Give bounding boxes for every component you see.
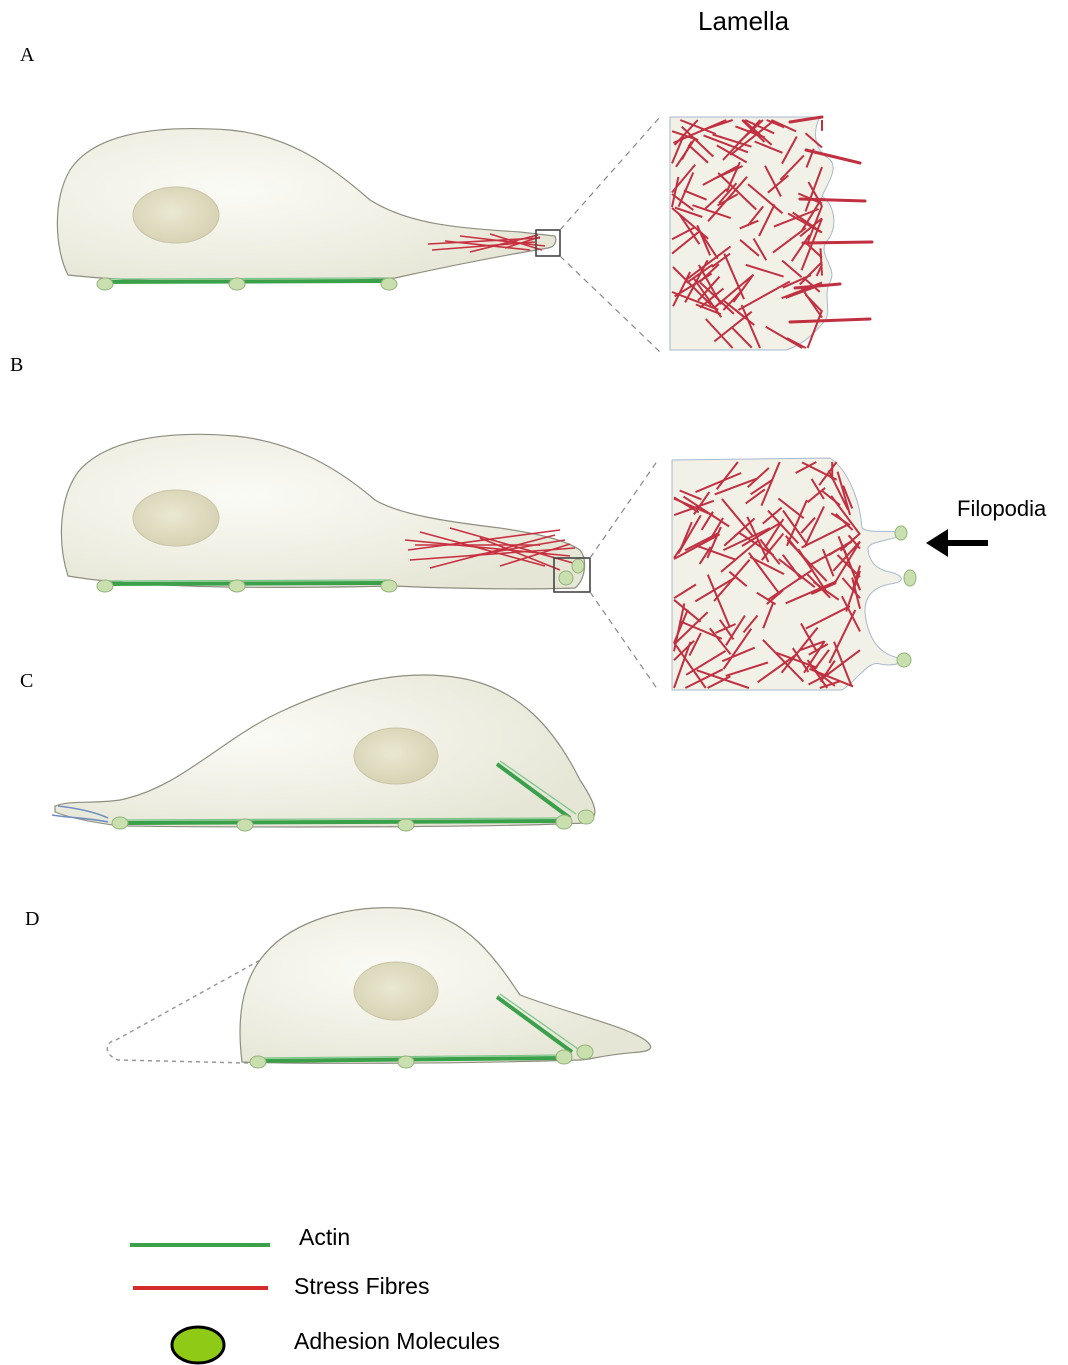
filopodia-arrow: [926, 529, 988, 557]
adhesion-d-1: [250, 1056, 266, 1068]
adhesion-c-4: [556, 815, 572, 829]
actin-fibre-c: [120, 821, 565, 823]
cell-body-a: [57, 129, 555, 283]
nucleus-d: [354, 962, 438, 1020]
adhesion-a-1: [97, 278, 113, 290]
adhesion-c-5: [578, 810, 594, 824]
adhesion-c-2: [237, 819, 253, 831]
panel-d: [107, 908, 650, 1068]
filopodium-adhesion-1: [895, 526, 907, 540]
adhesion-d-4: [577, 1045, 593, 1059]
filopodium-adhesion-2: [904, 570, 916, 586]
panel-b: [61, 434, 988, 690]
adhesion-b-5: [572, 559, 584, 573]
actin-fibre-a: [104, 281, 390, 282]
nucleus-a: [133, 187, 219, 243]
panel-a: [57, 117, 872, 352]
adhesion-a-3: [381, 278, 397, 290]
adhesion-a-2: [229, 278, 245, 290]
adhesion-b-4: [559, 571, 573, 585]
panel-c: [52, 675, 595, 831]
legend: [130, 1245, 270, 1363]
adhesion-c-3: [398, 819, 414, 831]
nucleus-c: [354, 728, 438, 784]
lamella-zoom-b: [672, 458, 902, 690]
adhesion-d-3: [556, 1050, 572, 1064]
adhesion-b-1: [97, 580, 113, 592]
adhesion-c-1: [112, 817, 128, 829]
adhesion-b-2: [229, 580, 245, 592]
actin-fibre-b: [104, 583, 390, 584]
cell-body-c: [55, 675, 595, 827]
adhesion-d-2: [398, 1056, 414, 1068]
cell-body-d: [240, 908, 651, 1064]
legend-adhesion-swatch: [172, 1327, 224, 1363]
filopodium-adhesion-3: [897, 653, 911, 667]
nucleus-b: [133, 490, 219, 546]
adhesion-b-3: [381, 580, 397, 592]
